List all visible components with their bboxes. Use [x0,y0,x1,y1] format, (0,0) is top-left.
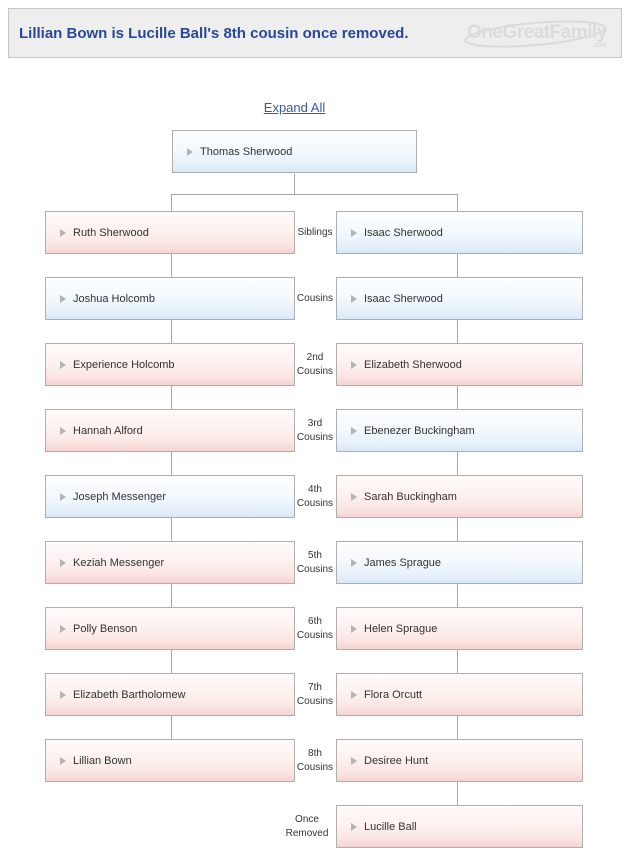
person-box[interactable]: Desiree Hunt [336,739,583,782]
expand-arrow-icon[interactable] [351,360,357,369]
connector-line [171,716,172,739]
connector-line [294,174,295,194]
expand-arrow-icon[interactable] [60,360,66,369]
person-name: Ruth Sherwood [73,226,149,239]
person-name: Keziah Messenger [73,556,165,569]
connector-line [457,518,458,541]
person-name: James Sprague [364,556,442,569]
person-box[interactable]: Ebenezer Buckingham [336,409,583,452]
expand-arrow-icon[interactable] [351,822,357,831]
connector-line [457,254,458,277]
relationship-label: 4th Cousins [296,484,334,509]
person-name: Elizabeth Sherwood [364,358,462,371]
connector-line [171,452,172,475]
connector-line [457,452,458,475]
connector-line [457,386,458,409]
expand-arrow-icon[interactable] [351,426,357,435]
person-box[interactable]: Isaac Sherwood [336,211,583,254]
connector-line [457,782,458,805]
relationship-label: 6th Cousins [296,616,334,641]
connector-line [171,650,172,673]
relationship-label: 3rd Cousins [296,418,334,443]
person-name: Lillian Bown [73,754,132,767]
expand-all-link[interactable]: Expand All [263,100,326,115]
person-name: Polly Benson [73,622,138,635]
person-box[interactable]: Experience Holcomb [45,343,295,386]
connector-line [457,650,458,673]
connector-line [171,584,172,607]
person-box[interactable]: Joseph Messenger [45,475,295,518]
header-bar: Lillian Bown is Lucille Ball's 8th cousi… [8,8,622,58]
person-name: Ebenezer Buckingham [364,424,475,437]
person-box-lillian-bown[interactable]: Lillian Bown [45,739,295,782]
person-box[interactable]: Isaac Sherwood [336,277,583,320]
connector-line [457,320,458,343]
expand-arrow-icon[interactable] [351,690,357,699]
person-name: Experience Holcomb [73,358,175,371]
person-box[interactable]: Sarah Buckingham [336,475,583,518]
expand-arrow-icon[interactable] [60,294,66,303]
person-name: Sarah Buckingham [364,490,457,503]
connector-line [171,254,172,277]
expand-arrow-icon[interactable] [351,756,357,765]
person-name: Helen Sprague [364,622,438,635]
person-box[interactable]: Keziah Messenger [45,541,295,584]
expand-arrow-icon[interactable] [351,492,357,501]
expand-arrow-icon[interactable] [351,228,357,237]
person-box[interactable]: Elizabeth Sherwood [336,343,583,386]
person-box[interactable]: Polly Benson [45,607,295,650]
expand-arrow-icon[interactable] [60,756,66,765]
expand-arrow-icon[interactable] [187,147,193,156]
relationship-label: 7th Cousins [296,682,334,707]
connector-line [457,195,458,211]
person-name: Thomas Sherwood [200,145,293,158]
relationship-label: Cousins [296,292,334,304]
expand-arrow-icon[interactable] [351,558,357,567]
logo-swoosh-icon [464,20,606,48]
expand-arrow-icon[interactable] [60,228,66,237]
person-box[interactable]: Ruth Sherwood [45,211,295,254]
person-box[interactable]: Flora Orcutt [336,673,583,716]
person-box-lucille-ball[interactable]: Lucille Ball [336,805,583,848]
logo-com-suffix: .com [591,42,607,49]
person-box[interactable]: Hannah Alford [45,409,295,452]
person-box[interactable]: James Sprague [336,541,583,584]
expand-arrow-icon[interactable] [60,690,66,699]
person-name: Isaac Sherwood [364,292,443,305]
relationship-label: 5th Cousins [296,550,334,575]
connector-line [457,584,458,607]
connector-line [171,195,172,211]
person-name: Desiree Hunt [364,754,429,767]
logo-wordmark: OneGreatFamily [467,22,607,43]
person-name: Flora Orcutt [364,688,423,701]
relationship-label: 8th Cousins [296,748,334,773]
expand-arrow-icon[interactable] [60,624,66,633]
person-name: Joseph Messenger [73,490,166,503]
person-name: Isaac Sherwood [364,226,443,239]
person-box[interactable]: Elizabeth Bartholomew [45,673,295,716]
relationship-label: Siblings [297,226,333,238]
expand-arrow-icon[interactable] [60,426,66,435]
expand-arrow-icon[interactable] [351,624,357,633]
person-name: Lucille Ball [364,820,417,833]
connector-line [171,194,458,195]
person-box[interactable]: Helen Sprague [336,607,583,650]
person-name: Elizabeth Bartholomew [73,688,186,701]
onegreatfamily-logo: OneGreatFamily .com [461,9,613,57]
connector-line [171,518,172,541]
relationship-label: Once Removed [285,814,329,839]
expand-arrow-icon[interactable] [60,558,66,567]
page-title: Lillian Bown is Lucille Ball's 8th cousi… [19,24,409,42]
expand-arrow-icon[interactable] [60,492,66,501]
person-box-thomas-sherwood[interactable]: Thomas Sherwood [172,130,417,173]
relationship-label: 2nd Cousins [296,352,334,377]
connector-line [171,320,172,343]
person-box[interactable]: Joshua Holcomb [45,277,295,320]
person-name: Hannah Alford [73,424,143,437]
person-name: Joshua Holcomb [73,292,155,305]
connector-line [171,386,172,409]
expand-arrow-icon[interactable] [351,294,357,303]
connector-line [457,716,458,739]
